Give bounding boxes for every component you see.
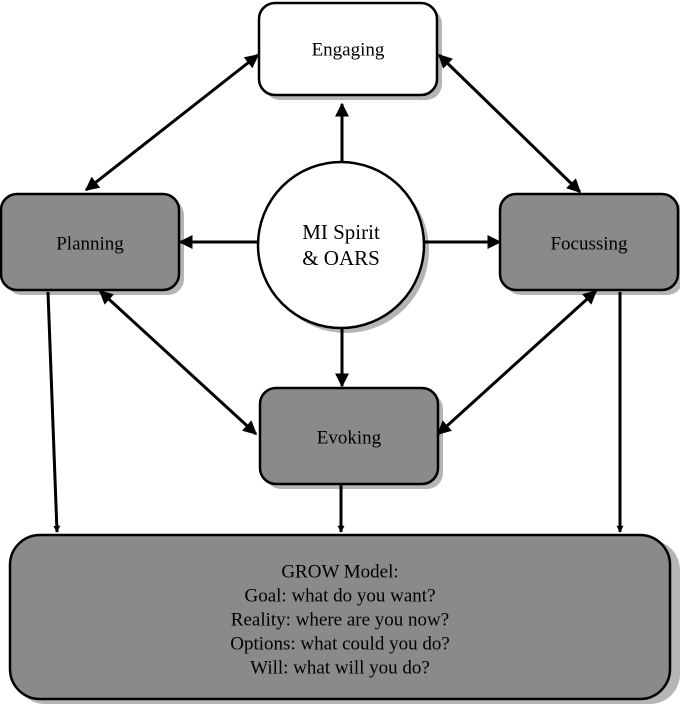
planning-label: Planning xyxy=(56,234,124,255)
grow-reality: Reality: where are you now? xyxy=(231,610,449,631)
planning-node: Planning xyxy=(0,192,181,292)
center-node: MI Spirit & OARS xyxy=(256,160,426,330)
engaging-node: Engaging xyxy=(257,1,439,97)
focussing-node: Focussing xyxy=(498,192,680,292)
engaging-box xyxy=(257,1,439,97)
focussing-box xyxy=(498,192,680,292)
grow-node: GROW Model: Goal: what do you want? Real… xyxy=(8,533,672,701)
arrow-planning-evoking xyxy=(98,289,258,436)
planning-box xyxy=(0,192,181,292)
grow-options: Options: what could you do? xyxy=(230,634,450,655)
engaging-label: Engaging xyxy=(312,40,385,61)
center-line1: MI Spirit xyxy=(302,220,380,244)
arrow-planning-grow xyxy=(46,291,61,533)
evoking-box xyxy=(258,386,440,486)
center-circle xyxy=(256,160,426,330)
grow-goal: Goal: what do you want? xyxy=(244,586,435,607)
arrow-focussing-evoking xyxy=(436,289,598,436)
connectors xyxy=(46,53,624,533)
focussing-label: Focussing xyxy=(550,234,628,255)
arrow-engaging-planning xyxy=(84,53,260,192)
grow-will: Will: what will you do? xyxy=(250,658,430,679)
evoking-node: Evoking xyxy=(258,386,440,486)
evoking-label: Evoking xyxy=(317,428,382,449)
arrow-engaging-focussing xyxy=(437,53,582,194)
center-line2: & OARS xyxy=(302,246,380,270)
grow-box xyxy=(8,533,672,701)
grow-title: GROW Model: xyxy=(281,562,398,583)
